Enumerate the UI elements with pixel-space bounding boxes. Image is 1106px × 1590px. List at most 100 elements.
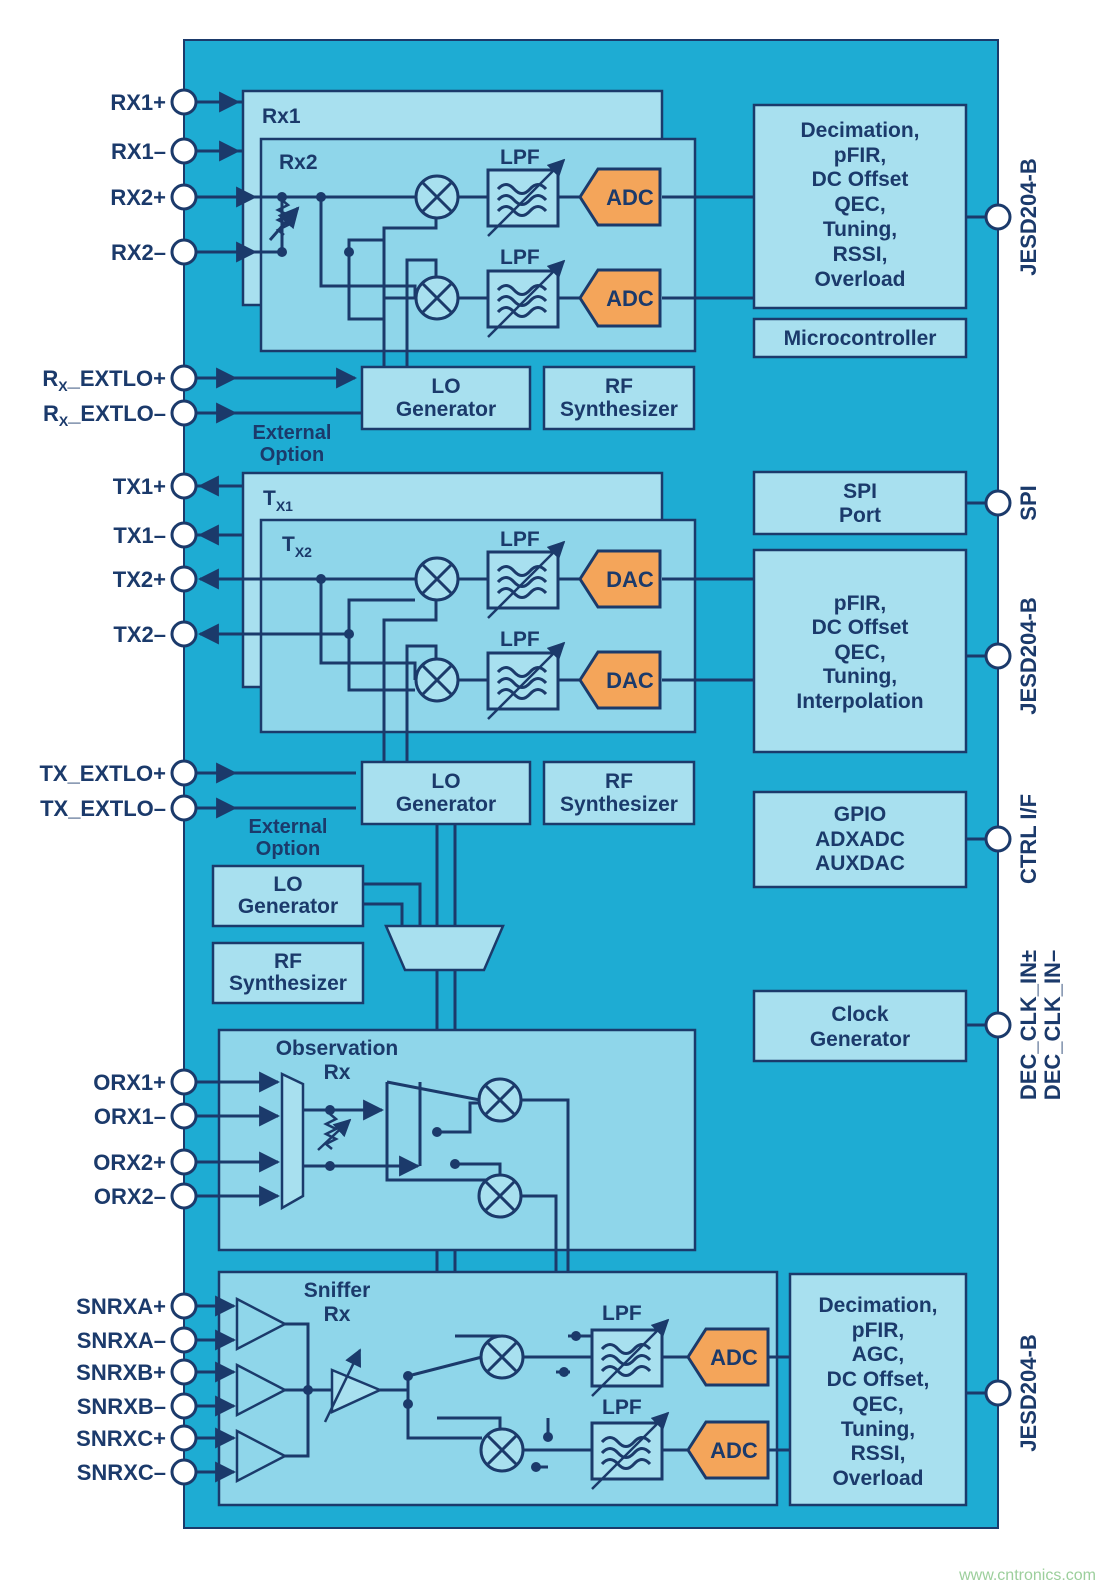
rx-dsp-line1: Decimation,: [800, 119, 919, 142]
tx-dsp-line3: QEC,: [834, 641, 885, 664]
pin-label-rx2n: RX2–: [111, 240, 166, 265]
tx1-label: TX1: [263, 487, 293, 514]
sniffer-lpf-q-label: LPF: [602, 1396, 642, 1419]
pin-label-snrxbp: SNRXB+: [76, 1360, 166, 1385]
rx-mixer-q-icon: [414, 275, 460, 321]
rx-ext-line1: External: [253, 422, 332, 444]
right-label-jesd-sniffer: JESD204-B: [1016, 1334, 1041, 1451]
right-label-clk1: DEC_CLK_IN±: [1016, 950, 1041, 1100]
sn-dsp-line3: AGC,: [852, 1343, 905, 1366]
sn-dsp-line8: Overload: [832, 1467, 923, 1490]
spi-line2: Port: [839, 504, 881, 527]
gpio-line1: GPIO: [834, 803, 887, 826]
pin-ctrl: [984, 825, 1012, 853]
tx-dac-q-label: DAC: [606, 668, 654, 693]
rx2-label: Rx2: [279, 151, 318, 174]
orx-title-line1: Observation: [276, 1037, 399, 1060]
rx-mixer-i-icon: [414, 174, 460, 220]
sniffer-lpf-i-label: LPF: [602, 1302, 642, 1325]
gpio-box: [752, 790, 968, 889]
right-label-spi: SPI: [1016, 485, 1041, 520]
tx-dsp-line1: pFIR,: [834, 592, 887, 615]
pin-label-orx2p: ORX2+: [93, 1150, 166, 1175]
sniffer-adc-i-label: ADC: [710, 1345, 758, 1370]
rx-dsp-box: [752, 103, 968, 310]
aux-rf-synth-box: [211, 941, 365, 1005]
pin-label-snrxcp: SNRXC+: [76, 1426, 166, 1451]
rx-dsp-line2: pFIR,: [834, 144, 887, 167]
microcontroller-label: Microcontroller: [784, 327, 937, 350]
tx-rf-synth-box: [542, 760, 696, 826]
pin-label-rx1p: RX1+: [110, 90, 166, 115]
sniffer-title-line2: Rx: [324, 1303, 351, 1326]
right-label-ctrl: CTRL I/F: [1016, 794, 1041, 884]
rx-lpf-q-label: LPF: [500, 246, 540, 269]
rx-dsp-line6: RSSI,: [833, 243, 888, 266]
aux-rf-line1: RF: [274, 950, 302, 973]
sniffer-adc-q-label: ADC: [710, 1438, 758, 1463]
pin-label-rx2p: RX2+: [110, 185, 166, 210]
rx-lo-line1: LO: [431, 375, 460, 398]
pin-label-snrxap: SNRXA+: [76, 1294, 166, 1319]
tx-rf-line1: RF: [605, 770, 633, 793]
tx-ext-line2: Option: [256, 838, 320, 860]
clock-line1: Clock: [831, 1003, 889, 1026]
sniffer-mixer-i-icon: [479, 1334, 525, 1380]
tx-lpf-i-label: LPF: [500, 528, 540, 551]
orx-mixer-i-icon: [477, 1077, 523, 1123]
spi-port-box: [752, 470, 968, 536]
sn-dsp-line7: RSSI,: [851, 1442, 906, 1465]
pin-clk: [984, 1011, 1012, 1039]
pin-label-snrxan: SNRXA–: [77, 1328, 166, 1353]
pin-label-tx1n: TX1–: [113, 523, 166, 548]
rx-rf-line1: RF: [605, 375, 633, 398]
tx-dsp-line5: Interpolation: [796, 690, 923, 713]
tx-ext-line1: External: [249, 816, 328, 838]
rx-dsp-line3: DC Offset: [812, 168, 909, 191]
right-label-jesd-tx: JESD204-B: [1016, 597, 1041, 714]
tx-lo-line2: Generator: [396, 793, 496, 816]
watermark: www.cntronics.com: [958, 1567, 1096, 1584]
sniffer-dsp-box: [788, 1272, 968, 1507]
tx-dsp-line4: Tuning,: [823, 665, 897, 688]
rx-lpf-i-icon: [488, 160, 564, 236]
orx-title-line2: Rx: [324, 1061, 351, 1084]
tx-lo-line1: LO: [431, 770, 460, 793]
tx-mixer-q-icon: [414, 657, 460, 703]
clock-generator-box: [752, 989, 968, 1063]
spi-line1: SPI: [843, 480, 877, 503]
rx-dsp-line5: Tuning,: [823, 218, 897, 241]
rx1-label: Rx1: [262, 105, 301, 128]
pin-jesd-sniffer: [984, 1379, 1012, 1407]
pin-label-rx-extlo-p: RX_EXTLO+: [42, 366, 166, 394]
microcontroller-box: [752, 317, 968, 359]
pin-label-snrxbn: SNRXB–: [77, 1394, 166, 1419]
sniffer-title-line1: Sniffer: [304, 1279, 371, 1302]
pin-jesd-tx: [984, 642, 1012, 670]
rx-lo-generator-box: [360, 365, 532, 431]
pin-label-tx2n: TX2–: [113, 622, 166, 647]
lo-mux-shape: [384, 924, 505, 972]
tx-dsp-box: [752, 548, 968, 754]
aux-lo-generator-box: [211, 864, 365, 928]
sn-dsp-line2: pFIR,: [852, 1319, 905, 1342]
pin-label-orx1p: ORX1+: [93, 1070, 166, 1095]
tx-dac-i-label: DAC: [606, 567, 654, 592]
pin-label-tx2p: TX2+: [113, 567, 166, 592]
pin-label-rx1n: RX1–: [111, 139, 166, 164]
tx-lpf-q-label: LPF: [500, 628, 540, 651]
clock-line2: Generator: [810, 1028, 910, 1051]
sn-dsp-line6: Tuning,: [841, 1418, 915, 1441]
rx-lpf-i-label: LPF: [500, 146, 540, 169]
rx-ext-line2: Option: [260, 444, 324, 466]
gpio-line3: AUXDAC: [815, 852, 905, 875]
tx-lpf-q-icon: [488, 643, 564, 719]
tx-lo-generator-box: [360, 760, 532, 826]
rx-adc-i-label: ADC: [606, 185, 654, 210]
sniffer-mixer-q-icon: [479, 1427, 525, 1473]
rx-lpf-q-icon: [488, 261, 564, 337]
rx-rf-synth-box: [542, 365, 696, 431]
rx-lo-line2: Generator: [396, 398, 496, 421]
right-label-jesd-rx: JESD204-B: [1016, 158, 1041, 275]
